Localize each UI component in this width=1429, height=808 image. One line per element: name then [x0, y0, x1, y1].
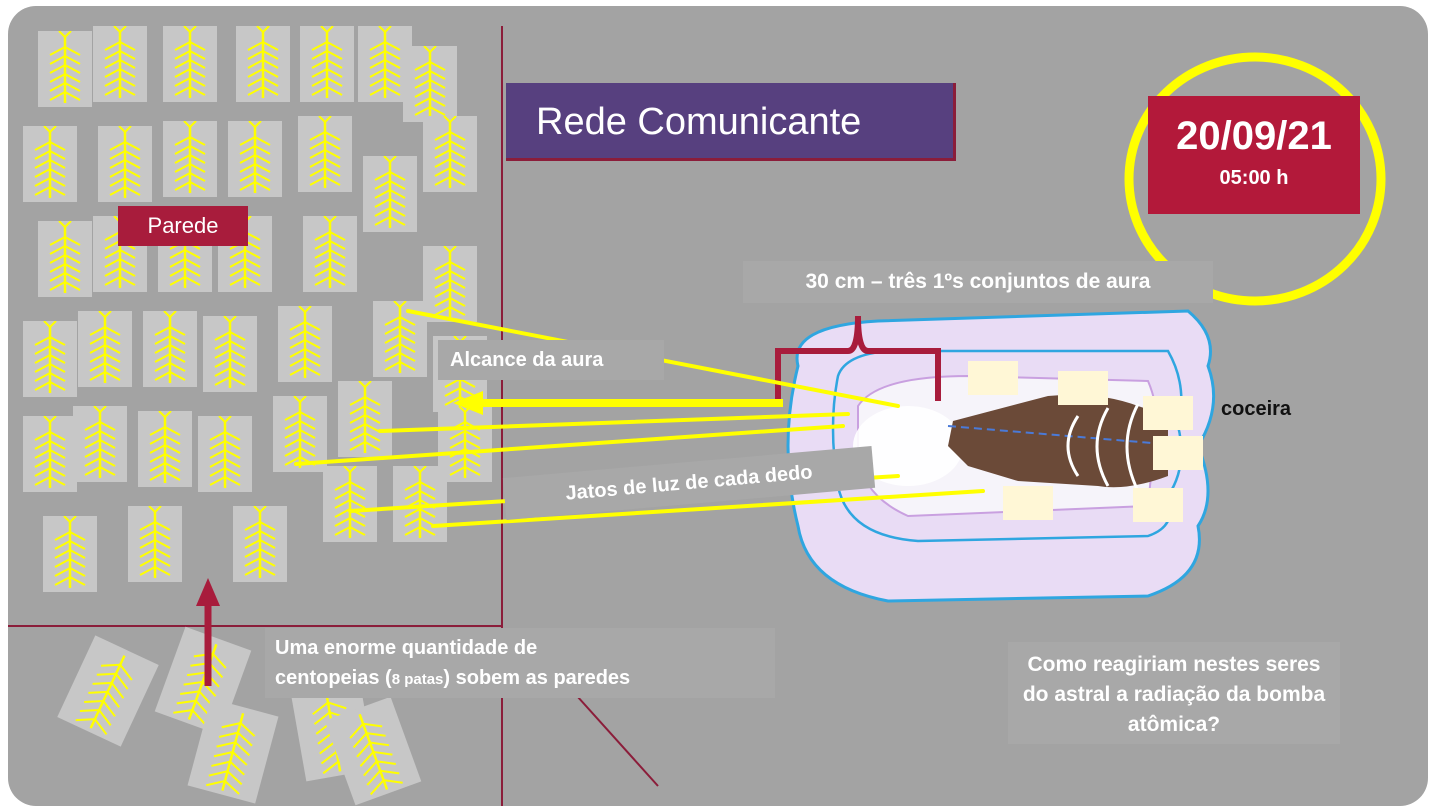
- date-text: 20/09/21: [1176, 114, 1332, 158]
- centipede-icon: [203, 316, 257, 392]
- centipede-icon: [278, 306, 332, 382]
- centipede-icon: [23, 126, 77, 202]
- centipede-icon: [423, 246, 477, 322]
- centipede-icon: [228, 121, 282, 197]
- centipede-icon: [73, 406, 127, 482]
- centipede-icon: [423, 116, 477, 192]
- centipede-line-1: Uma enorme quantidade de: [275, 633, 765, 663]
- centipede-icon: [236, 26, 290, 102]
- centipede-icon: [303, 216, 357, 292]
- centipede-icon: [138, 411, 192, 487]
- centipede-icon: [23, 321, 77, 397]
- arrow-left-icon: [453, 391, 483, 415]
- centipede-icon: [23, 416, 77, 492]
- centipede-text-line-1: Uma enorme quantidade de: [275, 637, 538, 659]
- centipede-icon: [143, 311, 197, 387]
- date-badge: 20/09/21 05:00 h: [1148, 96, 1360, 214]
- question-box: Como reagiriam nestes seres do astral a …: [1008, 642, 1340, 744]
- centipede-text-2a: centopeias (: [275, 667, 392, 689]
- centipede-icon: [233, 506, 287, 582]
- centipede-icon: [93, 26, 147, 102]
- centipede-icon: [273, 396, 327, 472]
- time-text: 05:00 h: [1219, 167, 1289, 189]
- itch-label: coceira: [1221, 398, 1292, 420]
- centipede-icon: [187, 698, 279, 804]
- centipede-icon: [298, 116, 352, 192]
- aura-distance-label: 30 cm – três 1ºs conjuntos de aura: [743, 261, 1213, 303]
- slide: Parede Rede Comunicante 20/09/21 05:00 h…: [8, 6, 1428, 806]
- centipede-icon: [163, 26, 217, 102]
- centipede-line-2: centopeias (8 patas) sobem as paredes: [275, 663, 765, 695]
- wall-label: Parede: [118, 206, 248, 246]
- aura-reach-label: Alcance da aura: [438, 340, 664, 380]
- centipede-icon: [300, 26, 354, 102]
- centipede-icon: [338, 381, 392, 457]
- centipede-icon: [198, 416, 252, 492]
- centipede-icon: [323, 466, 377, 542]
- page-title: Rede Comunicante: [506, 83, 956, 161]
- centipede-icon: [38, 221, 92, 297]
- centipede-icon: [98, 126, 152, 202]
- date-circle-icon: [1124, 52, 1386, 306]
- centipede-description: Uma enorme quantidade de centopeias (8 p…: [265, 628, 775, 698]
- centipede-icon: [373, 301, 427, 377]
- centipede-icon: [93, 216, 147, 292]
- hand-image: [948, 394, 1168, 488]
- centipede-legs: 8 patas: [391, 671, 444, 688]
- centipede-icon: [78, 311, 132, 387]
- centipede-icon: [154, 626, 252, 736]
- centipede-icon: [43, 516, 97, 592]
- centipede-icon: [163, 121, 217, 197]
- aura-bracket-icon: [775, 315, 941, 401]
- centipede-icon: [324, 696, 422, 806]
- centipede-text-2c: ) sobem as paredes: [443, 667, 631, 689]
- centipede-icon: [403, 46, 457, 122]
- centipede-icon: [438, 406, 492, 482]
- centipede-icon: [57, 635, 159, 747]
- centipede-icon: [128, 506, 182, 582]
- aura-hand-illustration: [786, 309, 1216, 603]
- centipede-icon: [363, 156, 417, 232]
- centipede-icon: [38, 31, 92, 107]
